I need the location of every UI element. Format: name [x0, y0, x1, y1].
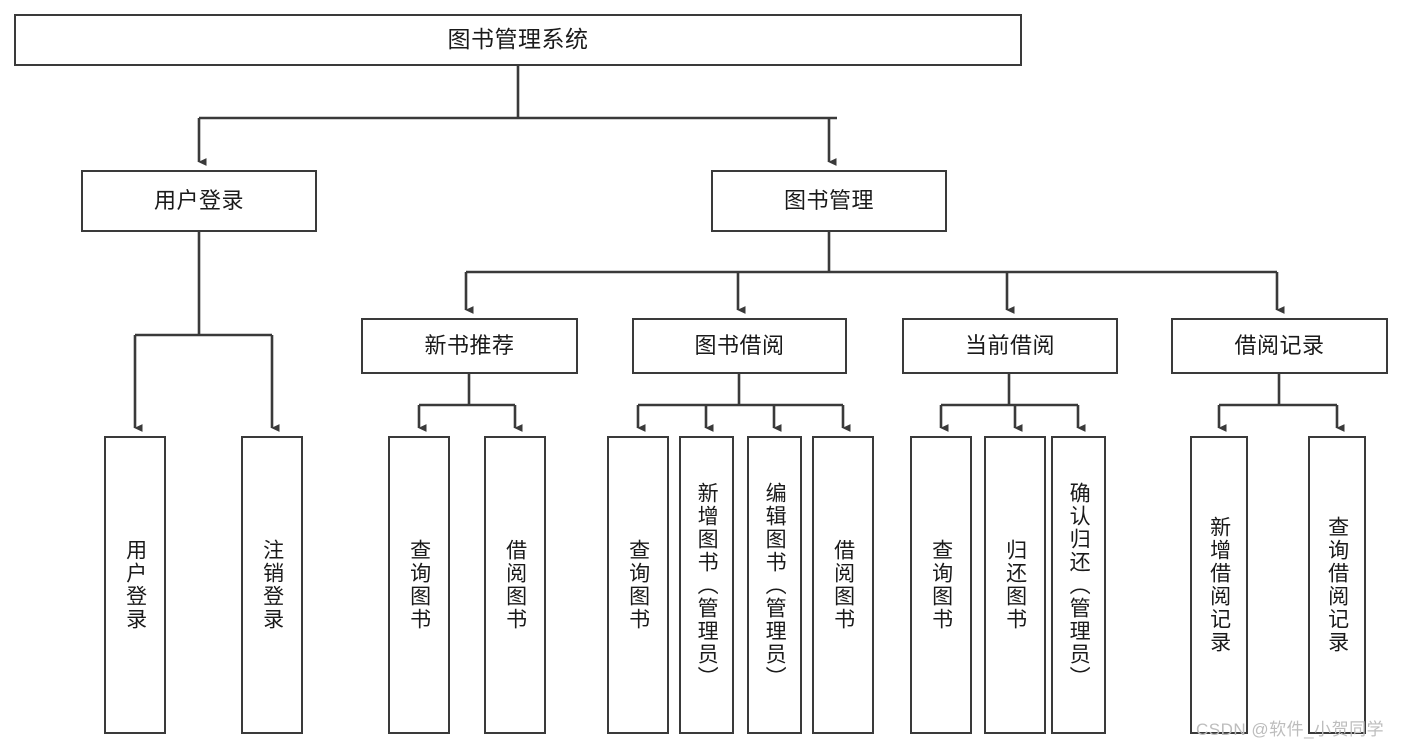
node-label: 用户登录 — [123, 539, 147, 631]
leaf-query-book-borrow[interactable]: 查询图书 — [607, 436, 669, 734]
node-label: 新增借阅记录 — [1207, 516, 1231, 654]
node-label: 归还图书 — [1003, 539, 1027, 631]
node-label: 图书管理系统 — [447, 26, 589, 53]
node-label: 查询图书 — [626, 539, 650, 631]
leaf-query-borrow-record[interactable]: 查询借阅记录 — [1308, 436, 1366, 734]
node-label: 查询借阅记录 — [1325, 516, 1349, 654]
node-new-book-recommend[interactable]: 新书推荐 — [361, 318, 578, 374]
node-label: 借阅记录 — [1234, 333, 1325, 359]
leaf-confirm-return-admin[interactable]: 确认归还（管理员） — [1051, 436, 1106, 734]
leaf-query-book-recommend[interactable]: 查询图书 — [388, 436, 450, 734]
leaf-edit-book-admin[interactable]: 编辑图书（管理员） — [747, 436, 802, 734]
node-borrow-record[interactable]: 借阅记录 — [1171, 318, 1388, 374]
node-label: 新书推荐 — [424, 333, 515, 359]
node-root-system[interactable]: 图书管理系统 — [14, 14, 1022, 66]
node-label: 编辑图书（管理员） — [763, 481, 787, 689]
node-book-management[interactable]: 图书管理 — [711, 170, 947, 232]
leaf-query-book-current[interactable]: 查询图书 — [910, 436, 972, 734]
leaf-borrow-book-recommend[interactable]: 借阅图书 — [484, 436, 546, 734]
node-label: 确认归还（管理员） — [1067, 481, 1091, 689]
node-label: 用户登录 — [153, 188, 244, 214]
node-label: 新增图书（管理员） — [695, 481, 719, 689]
node-label: 注销登录 — [260, 539, 284, 631]
csdn-watermark: CSDN @软件_小贺同学 — [1196, 720, 1385, 739]
node-label: 查询图书 — [929, 539, 953, 631]
leaf-add-book-admin[interactable]: 新增图书（管理员） — [679, 436, 734, 734]
node-current-borrow[interactable]: 当前借阅 — [902, 318, 1118, 374]
node-book-borrow[interactable]: 图书借阅 — [632, 318, 847, 374]
node-label: 图书管理 — [783, 188, 874, 214]
leaf-return-book[interactable]: 归还图书 — [984, 436, 1046, 734]
node-label: 当前借阅 — [964, 333, 1055, 359]
leaf-user-login[interactable]: 用户登录 — [104, 436, 166, 734]
node-label: 借阅图书 — [503, 539, 527, 631]
leaf-logout[interactable]: 注销登录 — [241, 436, 303, 734]
node-label: 借阅图书 — [831, 539, 855, 631]
node-label: 图书借阅 — [694, 333, 785, 359]
leaf-add-borrow-record[interactable]: 新增借阅记录 — [1190, 436, 1248, 734]
node-user-login[interactable]: 用户登录 — [81, 170, 317, 232]
node-label: 查询图书 — [407, 539, 431, 631]
leaf-borrow-book[interactable]: 借阅图书 — [812, 436, 874, 734]
